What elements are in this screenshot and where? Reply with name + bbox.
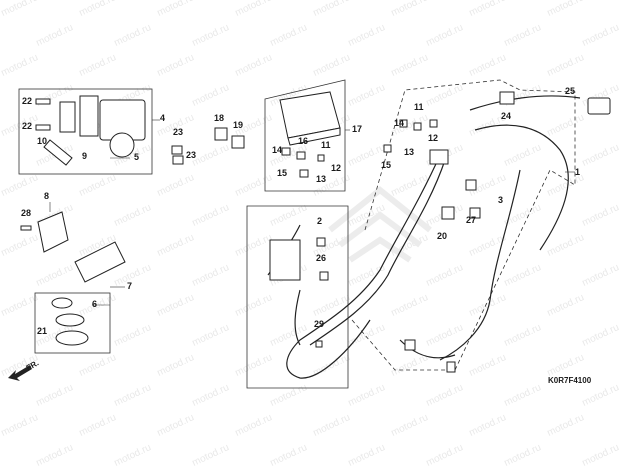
front-direction-arrow-icon bbox=[8, 365, 32, 381]
callout-17: 17 bbox=[352, 124, 363, 134]
leader-lines bbox=[49, 119, 575, 306]
brand-logo-watermark bbox=[328, 186, 432, 263]
callout-5: 5 bbox=[134, 152, 140, 162]
callout-27: 27 bbox=[466, 215, 477, 225]
callout-24: 24 bbox=[501, 111, 512, 121]
callout-20: 20 bbox=[437, 231, 448, 241]
callout-15b: 15 bbox=[381, 160, 392, 170]
callout-13b: 13 bbox=[404, 147, 415, 157]
group-box-harness bbox=[246, 205, 349, 389]
group-box-switch bbox=[18, 88, 153, 175]
callout-4: 4 bbox=[160, 113, 166, 123]
harness-boundary bbox=[351, 79, 576, 371]
fuse-box-part bbox=[214, 91, 341, 178]
callout-15a: 15 bbox=[277, 168, 288, 178]
harness-connectors bbox=[269, 91, 611, 373]
callout-8: 8 bbox=[44, 191, 50, 201]
switch-housing-part bbox=[37, 211, 126, 346]
callout-28: 28 bbox=[21, 208, 32, 218]
callout-7: 7 bbox=[127, 281, 133, 291]
callout-3: 3 bbox=[498, 195, 504, 205]
callout-11a: 11 bbox=[321, 140, 331, 150]
callout-16: 16 bbox=[298, 136, 309, 146]
callout-18: 18 bbox=[214, 113, 225, 123]
group-box-fusebox bbox=[264, 79, 346, 192]
callout-29: 29 bbox=[314, 319, 325, 329]
callout-14a: 14 bbox=[272, 145, 283, 155]
callout-14b: 14 bbox=[394, 118, 405, 128]
callout-1: 1 bbox=[575, 167, 581, 177]
callout-22a: 22 bbox=[22, 96, 33, 106]
callout-13a: 13 bbox=[316, 174, 327, 184]
callout-23b: 23 bbox=[186, 150, 197, 160]
ignition-switch-part bbox=[43, 95, 146, 166]
callout-22b: 22 bbox=[22, 121, 33, 131]
callout-12a: 12 bbox=[331, 163, 342, 173]
bolts bbox=[20, 98, 184, 231]
callout-26: 26 bbox=[316, 253, 327, 263]
callout-25: 25 bbox=[565, 86, 576, 96]
callout-11b: 11 bbox=[414, 102, 424, 112]
callout-19: 19 bbox=[233, 120, 244, 130]
callout-23a: 23 bbox=[173, 127, 184, 137]
callout-9: 9 bbox=[82, 151, 88, 161]
callout-21: 21 bbox=[37, 326, 48, 336]
group-box-cover bbox=[34, 292, 111, 354]
callout-2: 2 bbox=[317, 216, 323, 226]
callout-6: 6 bbox=[92, 299, 98, 309]
diagram-reference-code: K0R7F4100 bbox=[548, 376, 592, 385]
callout-10: 10 bbox=[37, 136, 48, 146]
callout-12b: 12 bbox=[428, 133, 439, 143]
